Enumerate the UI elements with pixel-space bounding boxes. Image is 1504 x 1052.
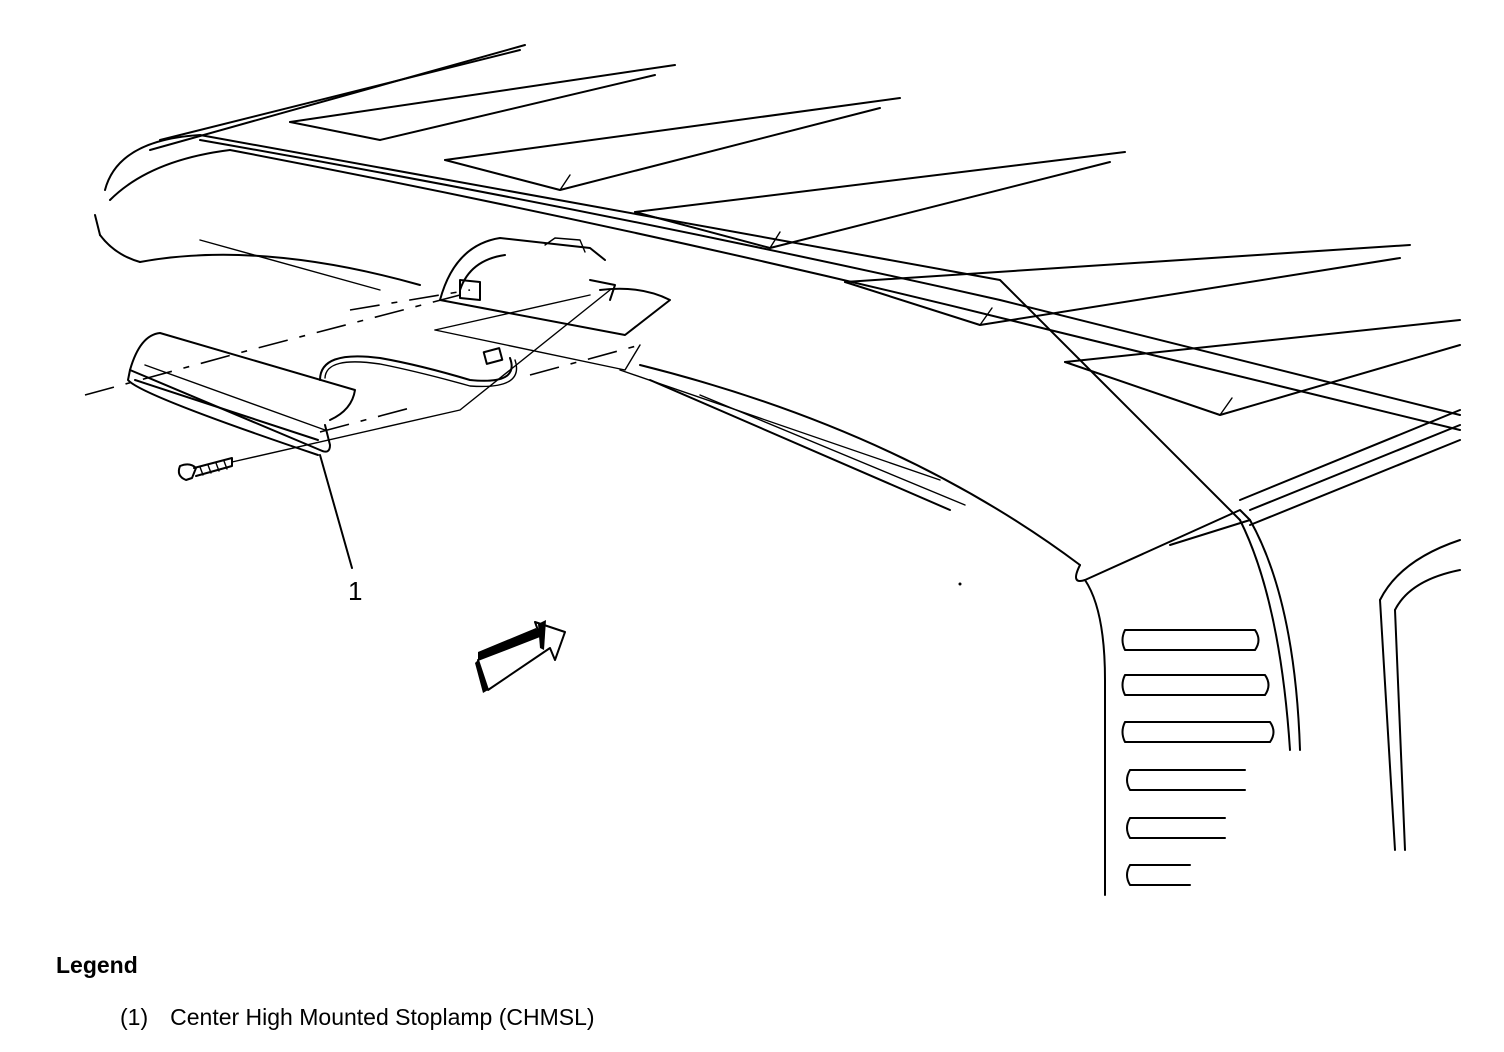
roof-ribs xyxy=(289,64,1461,416)
legend-list: (1) Center High Mounted Stoplamp (CHMSL) xyxy=(120,1004,595,1031)
stoplamp-installation-drawing: 1 xyxy=(84,44,1461,896)
stoplamp-assembly xyxy=(127,332,356,456)
mounting-screw xyxy=(177,457,233,481)
roof-outline xyxy=(94,44,1461,582)
alignment-lines xyxy=(84,289,641,463)
view-direction-arrow-icon xyxy=(475,620,566,693)
stoplamp-harness xyxy=(319,347,518,388)
roof-mount-pocket xyxy=(434,237,671,371)
legend-item-number: (1) xyxy=(120,1004,149,1030)
callout-1: 1 xyxy=(319,454,362,606)
legend-title: Legend xyxy=(56,952,138,978)
legend-item-text: Center High Mounted Stoplamp (CHMSL) xyxy=(170,1004,595,1030)
stray-mark xyxy=(958,582,962,586)
rear-pillar xyxy=(1084,519,1461,896)
callout-label: 1 xyxy=(348,576,362,606)
legend-item: (1) Center High Mounted Stoplamp (CHMSL) xyxy=(120,1004,595,1031)
pillar-vents xyxy=(1121,629,1275,886)
